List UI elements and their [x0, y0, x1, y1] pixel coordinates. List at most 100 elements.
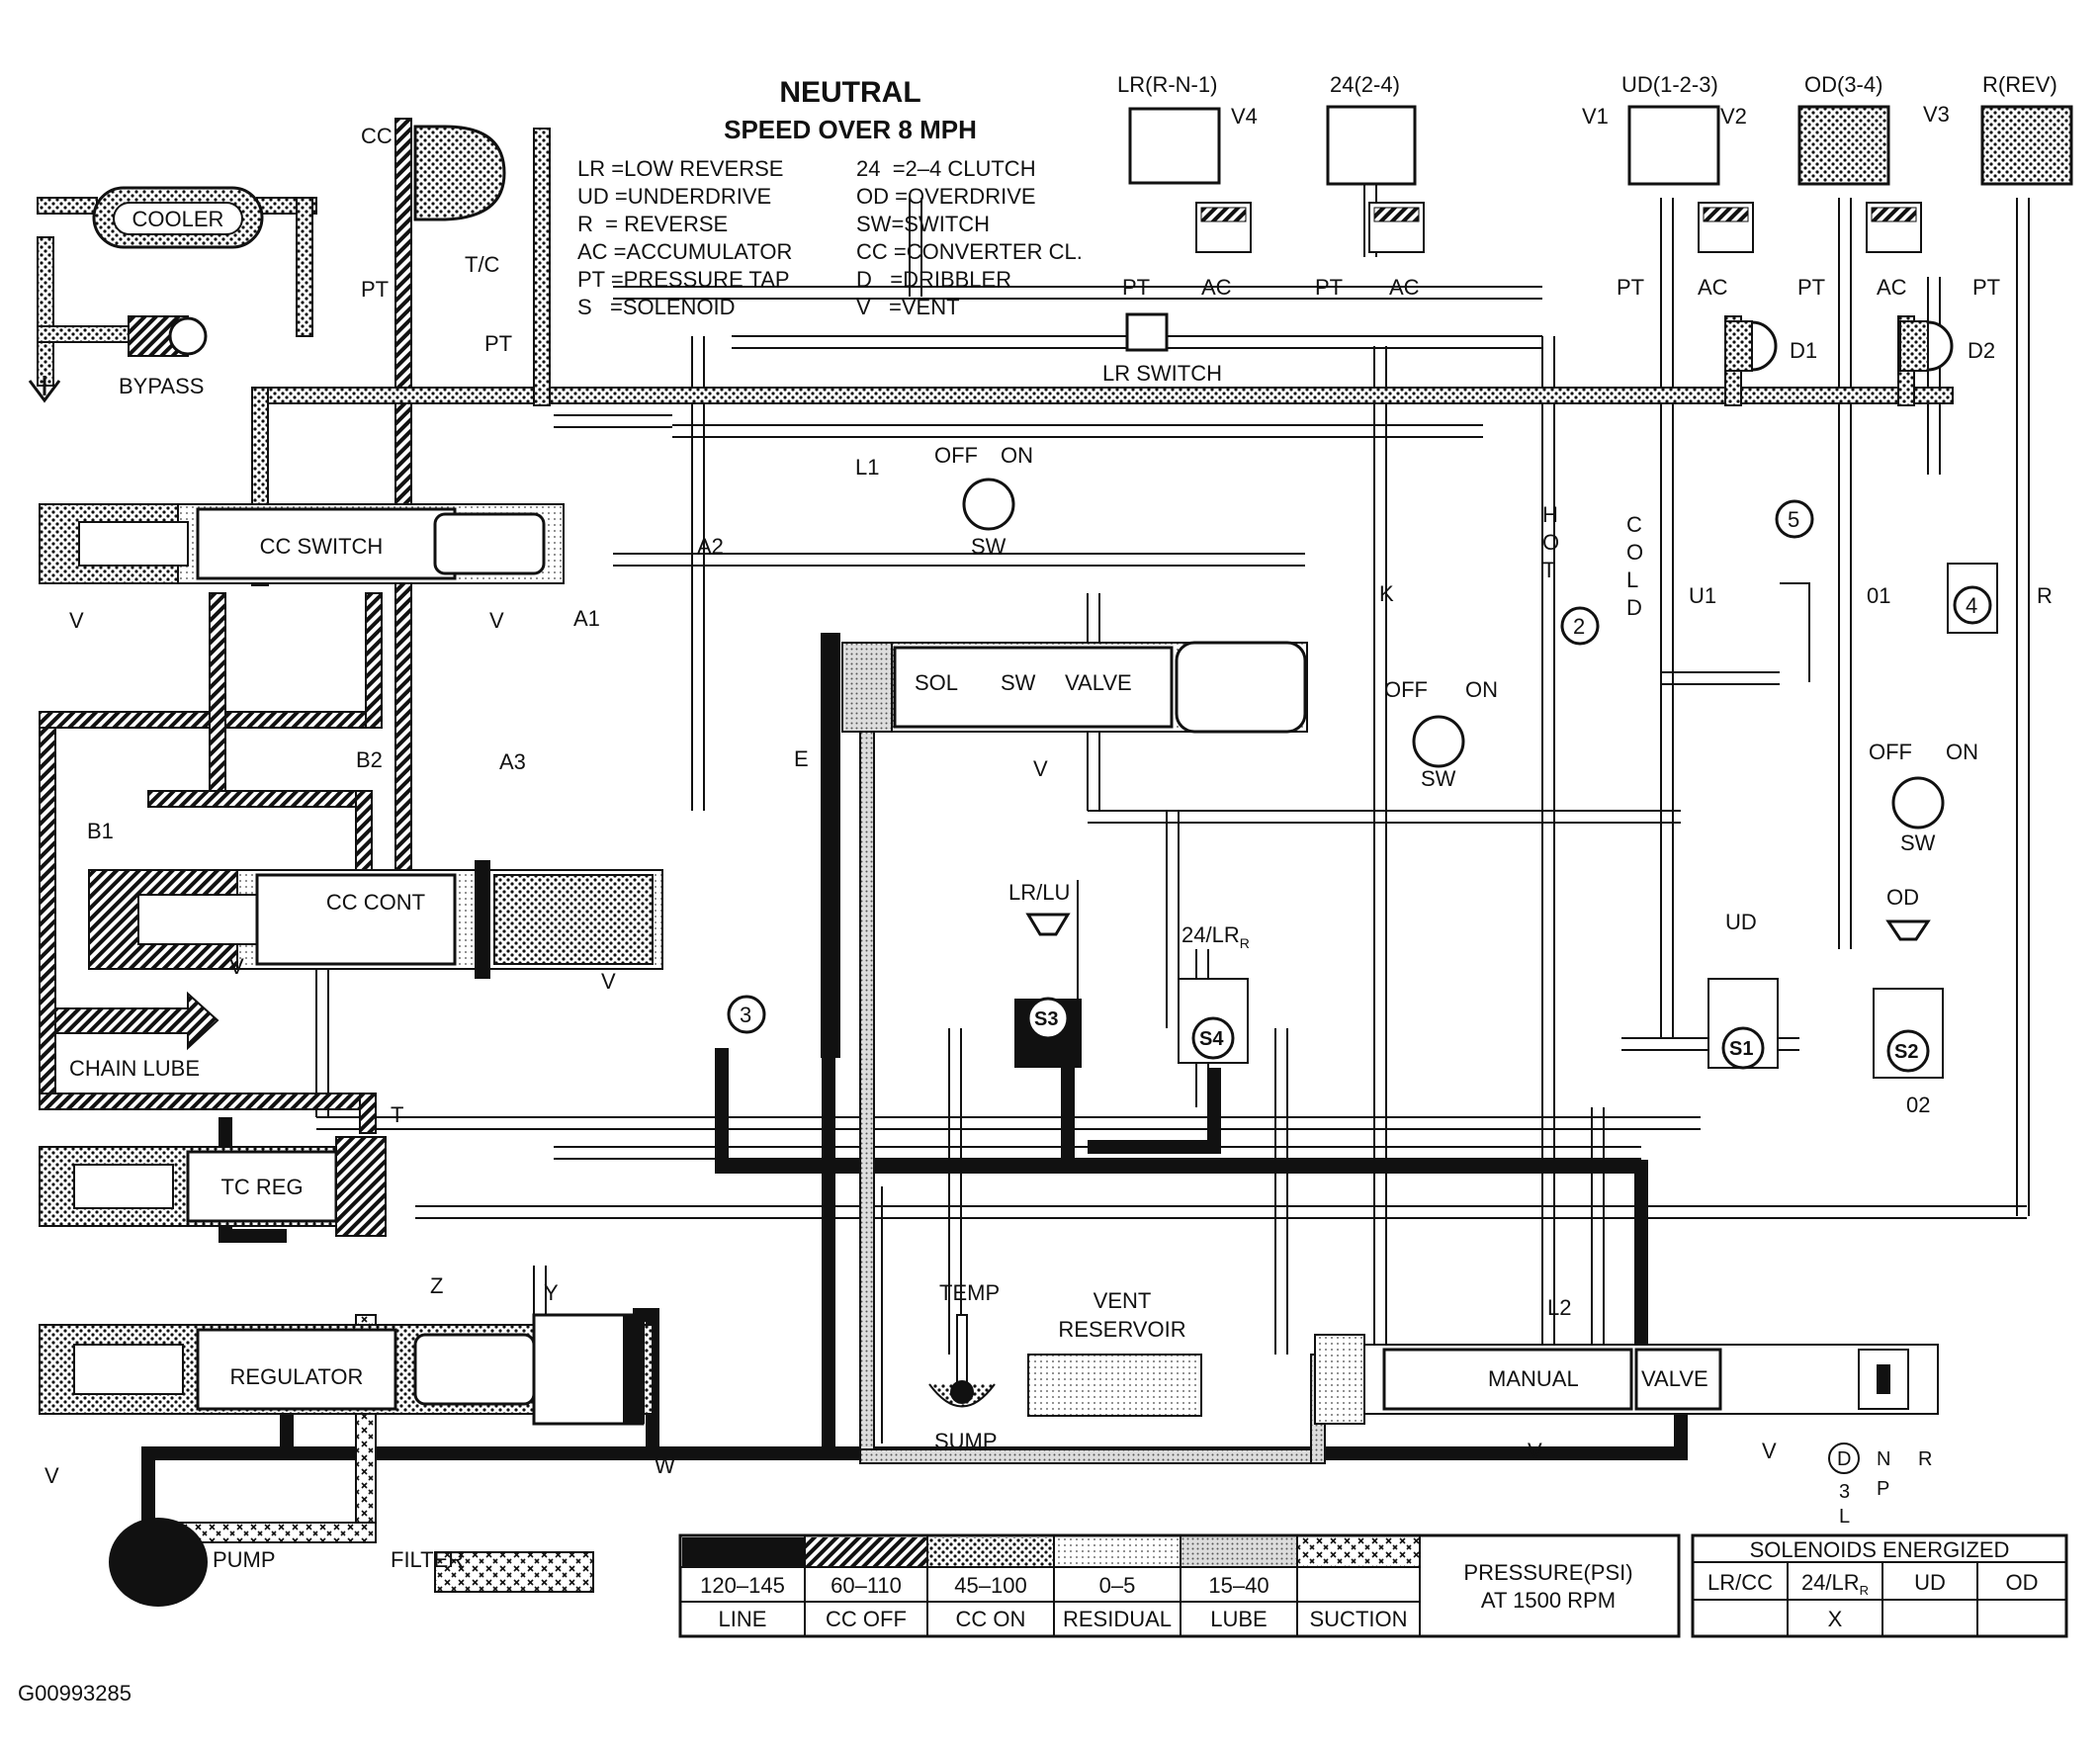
title: NEUTRAL — [779, 76, 920, 109]
abbr-right-3: CC =CONVERTER CL. — [856, 239, 1083, 264]
vent-cc-switch-left: V — [69, 608, 84, 633]
check-5: 5 — [1788, 507, 1799, 532]
solenoids-title: SOLENOIDS ENERGIZED — [1750, 1537, 2010, 1562]
rrev-label: R(REV) — [1982, 72, 2057, 97]
solenoid-s4: 24/LRR S4 — [1178, 922, 1250, 1064]
tc-label: T/C — [465, 252, 500, 277]
w-label: W — [655, 1453, 675, 1478]
b1-label: B1 — [87, 819, 114, 843]
hot-t: T — [1542, 558, 1555, 582]
vent-reservoir-label-2: RESERVOIR — [1058, 1317, 1185, 1342]
pressure-switch-2: OFF ON SW — [1384, 677, 1498, 791]
filter: FILTER — [391, 1547, 464, 1572]
manual-label: MANUAL — [1488, 1366, 1579, 1391]
clutch-lr: LR(R-N-1) V4 PT AC LR SWITCH — [1102, 72, 1258, 386]
check-2: 2 — [1573, 614, 1585, 639]
bypass-label: BYPASS — [119, 374, 204, 398]
legend-name-suction: SUCTION — [1310, 1607, 1408, 1631]
sw-label-3: SW — [1900, 831, 1936, 855]
cold-o: O — [1626, 540, 1643, 565]
pt-label-od: PT — [1797, 275, 1825, 300]
solenoid-s3: LR/LU S3 — [1008, 880, 1082, 1068]
diagram-header: NEUTRAL SPEED OVER 8 MPH — [724, 76, 977, 144]
off-label-3: OFF — [1869, 740, 1912, 764]
cc-label: CC — [361, 124, 393, 148]
sol-label: SOL — [915, 670, 958, 695]
sol-col-24lr: 24/LRR — [1801, 1570, 1869, 1598]
abbr-right-1: OD =OVERDRIVE — [856, 184, 1036, 209]
u1-label: U1 — [1689, 583, 1716, 608]
cooler-label: COOLER — [132, 207, 224, 231]
vent-cc-cont-right: V — [601, 969, 616, 994]
o1-label: 01 — [1867, 583, 1890, 608]
sw-label-2: SW — [1421, 766, 1456, 791]
cooler: COOLER — [92, 186, 264, 249]
ac-label-24: AC — [1389, 275, 1420, 300]
legend-name-residual: RESIDUAL — [1063, 1607, 1172, 1631]
l1-label: L1 — [855, 455, 879, 480]
k-label: K — [1379, 581, 1394, 606]
e-label: E — [794, 746, 809, 771]
check-ball-5: 5 — [1775, 499, 1814, 539]
v2-label: V2 — [1720, 104, 1747, 129]
abbreviation-key: LR =LOW REVERSE UD =UNDERDRIVE R = REVER… — [577, 156, 1083, 319]
legend-range-residual: 0–5 — [1099, 1573, 1136, 1598]
gear-p-label: P — [1877, 1478, 1889, 1500]
ud123-label: UD(1-2-3) — [1621, 72, 1718, 97]
chain-lube-label: CHAIN LUBE — [69, 1056, 200, 1081]
od34-label: OD(3-4) — [1804, 72, 1882, 97]
tc-reg-label: TC REG — [220, 1175, 303, 1199]
y-label: Y — [544, 1280, 559, 1305]
cold-d: D — [1626, 595, 1642, 620]
cc-switch-valve: CC SWITCH V V A1 A2 — [39, 503, 724, 633]
sol-col-lrcc: LR/CC — [1707, 1570, 1773, 1595]
gear-3-label: 3 — [1839, 1481, 1850, 1503]
solenoid-s1: UD S1 — [1707, 910, 1779, 1070]
off-label-2: OFF — [1384, 677, 1428, 702]
valve-label: VALVE — [1065, 670, 1132, 695]
sol-col-ud: UD — [1914, 1570, 1946, 1595]
solenoids-energized-table: SOLENOIDS ENERGIZED LR/CC 24/LRR UD OD X — [1691, 1533, 2068, 1638]
legend-range-lube: 15–40 — [1208, 1573, 1269, 1598]
s2-label: S2 — [1894, 1041, 1918, 1063]
ac-label-od: AC — [1877, 275, 1907, 300]
ac-label-lr: AC — [1201, 275, 1232, 300]
check-ball-3: 3 — [727, 995, 766, 1034]
s3-label: S3 — [1034, 1008, 1058, 1030]
abbr-left-5: S =SOLENOID — [577, 295, 736, 319]
sw-valve-label: SW — [1001, 670, 1036, 695]
pt-label-cc: PT — [361, 277, 389, 302]
manual-valve-label: VALVE — [1641, 1366, 1708, 1391]
v3-label: V3 — [1923, 102, 1950, 127]
vent-cc-switch-right: V — [489, 608, 504, 633]
abbr-left-3: AC =ACCUMULATOR — [577, 239, 792, 264]
clutch-od: OD(3-4) V3 PT AC D2 01 — [1797, 72, 1995, 608]
pt-label-r: PT — [1972, 275, 2000, 300]
a3-label: A3 — [499, 749, 526, 774]
regulator-label: REGULATOR — [230, 1364, 364, 1389]
gear-l-label: L — [1839, 1506, 1850, 1528]
bypass-valve: BYPASS — [28, 315, 208, 403]
legend-name-cc-off: CC OFF — [826, 1607, 907, 1631]
v4-label: V4 — [1231, 104, 1258, 129]
abbr-left-0: LR =LOW REVERSE — [577, 156, 783, 181]
legend-range-cc-off: 60–110 — [831, 1573, 902, 1598]
sol-val-24lr: X — [1828, 1607, 1843, 1631]
legend-range-line: 120–145 — [700, 1573, 785, 1598]
cc-switch-label: CC SWITCH — [260, 534, 384, 559]
sump-temp: TEMP SUMP — [928, 1280, 1000, 1453]
manual-valve: MANUAL VALVE L2 V V D 3 L N P R — [1314, 1295, 1939, 1528]
check-4: 4 — [1966, 593, 1977, 618]
r-label: R — [2037, 583, 2053, 608]
sol-col-24lr-sub: R — [1860, 1583, 1869, 1598]
clutch-ud: UD(1-2-3) V1 V2 PT AC D1 U1 — [1582, 72, 1817, 608]
legend-name-cc-on: CC ON — [956, 1607, 1026, 1631]
clutch-reverse: R(REV) PT R — [1972, 72, 2073, 608]
a2-label: A2 — [697, 534, 724, 559]
od-sol-label: OD — [1886, 885, 1919, 910]
cold-l: L — [1626, 568, 1638, 592]
lines-residual — [315, 129, 2030, 1443]
l2-label: L2 — [1547, 1295, 1571, 1320]
legend-range-cc-on: 45–100 — [954, 1573, 1026, 1598]
